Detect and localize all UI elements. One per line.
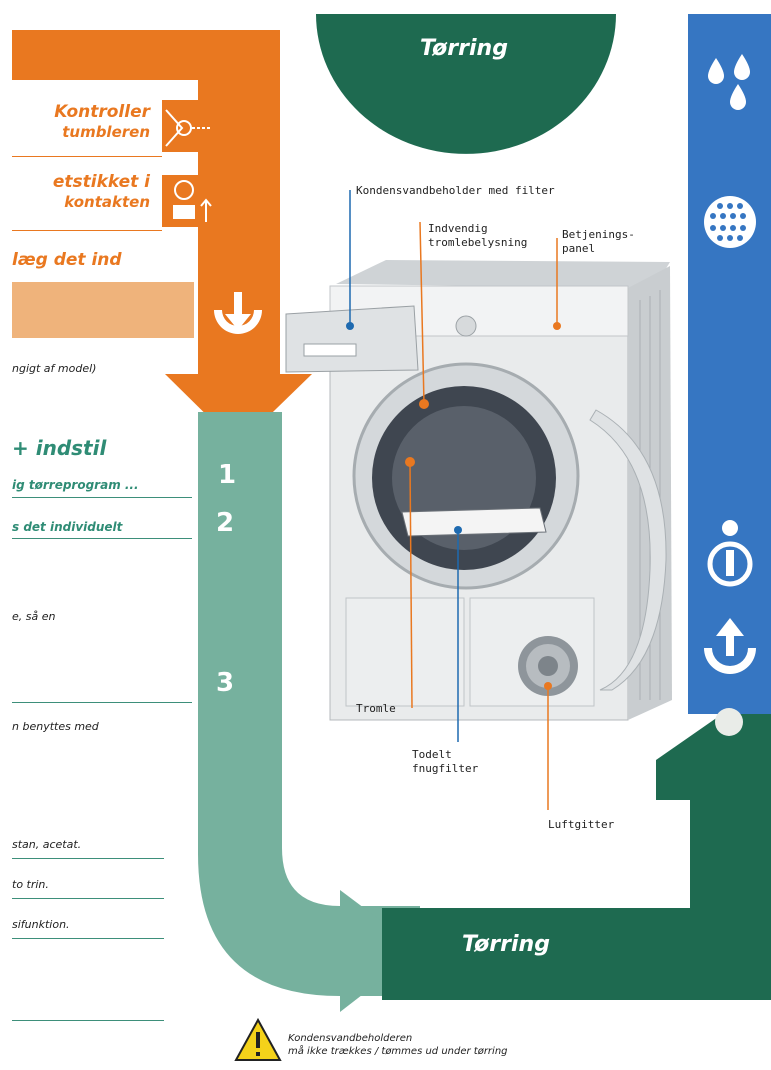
teal-rule <box>12 898 164 899</box>
top-banner-shape <box>316 14 616 154</box>
teal-rule <box>12 1020 164 1021</box>
step-item-program: ig tørreprogram ... <box>12 478 139 492</box>
step-label-check: Kontroller tumbleren <box>54 102 150 141</box>
callout-lines <box>349 190 558 810</box>
teal-rule <box>12 538 192 539</box>
teal-rule <box>12 938 164 939</box>
body-line-b: n benyttes med <box>12 720 99 733</box>
callout-condensate: Kondensvandbeholder med filter <box>356 184 555 197</box>
plug-icon <box>173 180 212 222</box>
orange-rule <box>12 156 162 157</box>
callout-grille: Luftgitter <box>548 818 615 831</box>
warning-icon <box>234 1017 282 1061</box>
teal-rule <box>12 497 192 498</box>
step-label-plug: etstikket i kontakten <box>52 172 150 211</box>
teal-rule <box>12 702 192 703</box>
door-check-icon <box>165 109 212 147</box>
orange-rule <box>12 230 162 231</box>
filter-mesh-icon <box>704 196 756 248</box>
teal-flow <box>198 412 420 996</box>
bottom-banner-title: Tørring <box>462 932 550 957</box>
water-drops-icon <box>708 54 750 110</box>
blue-column <box>688 14 771 714</box>
callout-panel: Betjenings-panel <box>562 228 635 255</box>
page-title: Tørring <box>420 36 508 61</box>
body-line-a: e, så en <box>12 610 56 623</box>
dryer-illustration <box>285 260 672 721</box>
fabric-note: stan, acetat. <box>12 838 82 851</box>
step-number: 3 <box>216 668 235 698</box>
fabric-note: sifunktion. <box>12 918 70 931</box>
orange-arrow <box>165 374 312 446</box>
teal-rule <box>12 858 164 859</box>
info-icon <box>707 520 753 587</box>
orange-light-band <box>12 282 194 338</box>
step-heading: + indstil <box>12 436 107 460</box>
callout-dots <box>346 322 561 690</box>
load-note: ngigt af model) <box>12 362 97 375</box>
load-arrow-icon <box>214 292 262 334</box>
fabric-note: to trin. <box>12 878 49 891</box>
step-label-load: læg det ind <box>12 250 122 270</box>
step-number: 2 <box>216 508 235 538</box>
callout-drum: Tromle <box>356 702 396 715</box>
step-number: 1 <box>218 460 237 490</box>
unload-arrow-icon <box>704 618 756 674</box>
step-item-individual: s det individuelt <box>12 520 123 534</box>
